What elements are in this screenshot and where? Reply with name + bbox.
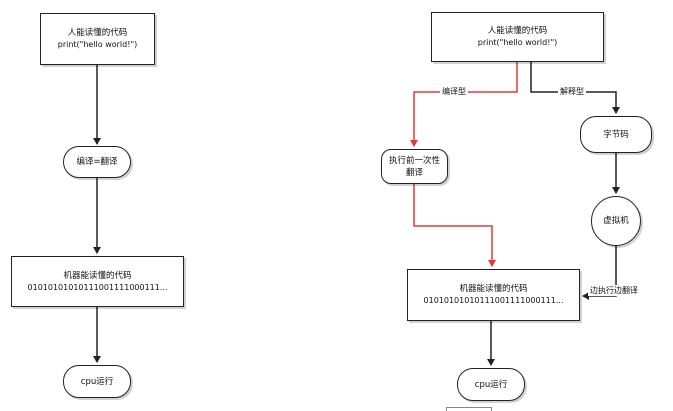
right-vm-node: 虚拟机 [591, 196, 641, 246]
left-machine-code: 01010101010111001111000111... [27, 282, 168, 292]
left-source-code: print("hello world!") [57, 40, 138, 49]
right-machine-code: 01010101010111001111000111... [423, 296, 564, 305]
left-compile-label: 编译=翻译 [76, 157, 118, 167]
right-run-label: cpu运行 [474, 379, 508, 390]
left-machine-code-node: 机器能读懂的代码 01010101010111001111000111... [11, 256, 184, 307]
vm-label: 虚拟机 [603, 216, 629, 226]
right-source-code-node: 人能读懂的代码 print("hello world!") [431, 12, 604, 62]
left-source-code-node: 人能读懂的代码 print("hello world!") [40, 13, 155, 65]
right-cpu-run-node: cpu运行 [457, 368, 525, 401]
right-machine-code-node: 机器能读懂的代码 01010101010111001111000111... [407, 269, 580, 321]
left-machine-title: 机器能读懂的代码 [63, 270, 132, 281]
right-compile-once-node: 执行前一次性 翻译 [381, 149, 448, 184]
edge-right-compile-once-to-machine [413, 184, 496, 267]
right-bytecode-node: 字节码 [580, 116, 652, 153]
interpreted-type-label: 解释型 [558, 86, 586, 97]
execute-while-translate-label: 边执行边翻译 [588, 285, 640, 296]
edge-right-vm-to-machine [582, 246, 617, 300]
left-compile-node: 编译=翻译 [63, 146, 131, 178]
bottom-tab-marker [446, 407, 492, 411]
edge-right-source-to-compile-once [410, 62, 518, 147]
right-source-code: print("hello world!") [477, 38, 558, 47]
left-source-title: 人能读懂的代码 [67, 28, 128, 38]
compile-once-line2: 翻译 [405, 167, 423, 178]
compiled-type-label: 编译型 [440, 86, 468, 97]
right-source-title: 人能读懂的代码 [487, 26, 548, 36]
left-cpu-run-node: cpu运行 [63, 365, 131, 398]
right-machine-title: 机器能读懂的代码 [459, 284, 528, 294]
bytecode-label: 字节码 [603, 129, 629, 140]
left-run-label: cpu运行 [80, 376, 114, 387]
compile-once-line1: 执行前一次性 [388, 155, 440, 166]
